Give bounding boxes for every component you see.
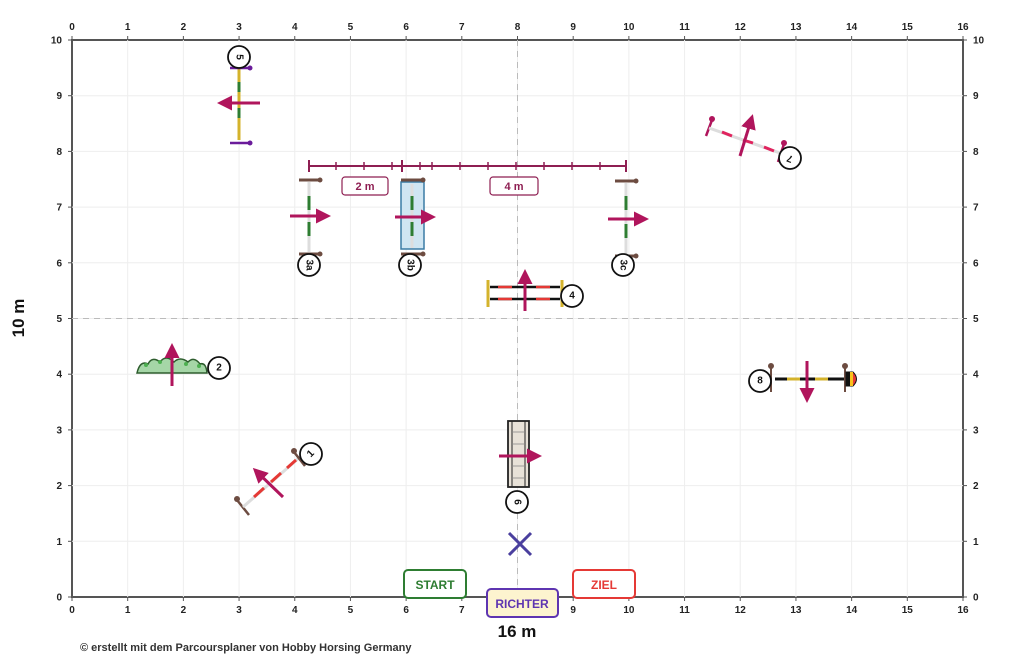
x-tick-label: 6 bbox=[403, 605, 409, 616]
x-tick-label: 1 bbox=[125, 605, 131, 616]
x-tick-label: 7 bbox=[459, 605, 465, 616]
ziel-label: ZIEL bbox=[591, 578, 617, 592]
y-axis-right-ticks: 0 1 2 3 4 5 6 7 8 9 10 bbox=[963, 36, 985, 604]
x-tick-label: 4 bbox=[292, 22, 298, 33]
x-tick-label: 9 bbox=[570, 22, 576, 33]
ziel-sign: ZIEL bbox=[572, 569, 636, 599]
obstacle-4[interactable]: 4 bbox=[486, 269, 584, 311]
y-tick-label: 8 bbox=[973, 147, 979, 158]
x-tick-label: 11 bbox=[679, 605, 690, 616]
obstacle-number: 3b bbox=[405, 259, 416, 271]
x-tick-label: 13 bbox=[790, 605, 802, 616]
y-tick-label: 6 bbox=[973, 258, 979, 269]
x-tick-label: 0 bbox=[69, 605, 75, 616]
y-tick-label: 6 bbox=[56, 258, 62, 269]
obstacle-number: 5 bbox=[234, 54, 245, 60]
x-tick-label: 10 bbox=[623, 605, 635, 616]
x-tick-label: 2 bbox=[181, 22, 187, 33]
obstacle-7[interactable]: 7 bbox=[704, 114, 802, 170]
judge-position-icon bbox=[507, 531, 533, 557]
start-label: START bbox=[415, 578, 455, 592]
x-tick-label: 3 bbox=[236, 605, 242, 616]
obstacle-2[interactable]: 2 bbox=[136, 343, 231, 386]
obstacle-3c[interactable]: 3c bbox=[608, 178, 649, 277]
x-tick-label: 7 bbox=[459, 22, 465, 33]
obstacle-3a[interactable]: 3a bbox=[290, 177, 331, 277]
x-tick-label: 4 bbox=[292, 605, 298, 616]
obstacle-number: 3a bbox=[304, 259, 315, 271]
x-tick-label: 8 bbox=[515, 22, 521, 33]
y-tick-label: 5 bbox=[56, 314, 62, 325]
x-tick-label: 12 bbox=[735, 22, 747, 33]
obstacle-1[interactable]: 1 bbox=[234, 442, 323, 516]
x-tick-label: 16 bbox=[957, 605, 969, 616]
x-tick-label: 16 bbox=[957, 22, 969, 33]
obstacle-number: 8 bbox=[757, 376, 763, 387]
y-tick-label: 7 bbox=[973, 203, 979, 214]
obstacle-number: 4 bbox=[569, 291, 575, 302]
obstacle-number: 2 bbox=[216, 363, 222, 374]
y-tick-label: 10 bbox=[51, 36, 63, 47]
x-tick-label: 5 bbox=[348, 605, 354, 616]
x-tick-label: 15 bbox=[902, 605, 914, 616]
obstacle-6[interactable]: 6 bbox=[499, 420, 542, 514]
obstacle-number: 3c bbox=[618, 259, 629, 271]
x-tick-label: 6 bbox=[403, 22, 409, 33]
x-tick-label: 14 bbox=[846, 605, 858, 616]
x-tick-label: 12 bbox=[735, 605, 747, 616]
y-tick-label: 3 bbox=[56, 425, 62, 436]
direction-arrow-icon bbox=[738, 114, 756, 157]
direction-arrow-icon bbox=[252, 467, 285, 499]
richter-label: RICHTER bbox=[495, 597, 549, 611]
y-tick-label: 8 bbox=[56, 147, 62, 158]
y-tick-label: 10 bbox=[973, 36, 985, 47]
obstacle-3b[interactable]: 3b bbox=[395, 177, 436, 277]
x-tick-label: 11 bbox=[679, 22, 690, 33]
measure-label-4m: 4 m bbox=[505, 181, 524, 193]
obstacle-5[interactable]: 5 bbox=[217, 45, 260, 146]
y-axis-left-ticks: 0 1 2 3 4 5 6 7 8 9 10 bbox=[51, 36, 72, 604]
y-tick-label: 7 bbox=[56, 203, 62, 214]
obstacle-number: 7 bbox=[785, 152, 794, 164]
y-tick-label: 5 bbox=[973, 314, 979, 325]
y-tick-label: 0 bbox=[56, 593, 62, 604]
y-tick-label: 1 bbox=[973, 537, 979, 548]
y-tick-label: 3 bbox=[973, 425, 979, 436]
x-tick-label: 9 bbox=[570, 605, 576, 616]
x-tick-label: 5 bbox=[348, 22, 354, 33]
y-tick-label: 9 bbox=[56, 91, 62, 102]
x-tick-label: 2 bbox=[181, 605, 187, 616]
y-tick-label: 4 bbox=[56, 370, 62, 381]
y-tick-label: 1 bbox=[56, 537, 62, 548]
x-tick-label: 15 bbox=[902, 22, 914, 33]
start-sign: START bbox=[403, 569, 467, 599]
y-tick-label: 0 bbox=[973, 593, 979, 604]
x-tick-label: 3 bbox=[236, 22, 242, 33]
distance-measurement: 2 m 4 m bbox=[308, 160, 627, 196]
measure-label-2m: 2 m bbox=[356, 181, 375, 193]
credit-line: © erstellt mit dem Parcoursplaner von Ho… bbox=[80, 642, 412, 654]
y-tick-label: 2 bbox=[973, 481, 979, 492]
y-tick-label: 4 bbox=[973, 370, 979, 381]
x-tick-label: 13 bbox=[790, 22, 802, 33]
y-axis-title: 10 m bbox=[9, 299, 28, 338]
y-tick-label: 2 bbox=[56, 481, 62, 492]
x-tick-label: 10 bbox=[623, 22, 635, 33]
obstacle-8[interactable]: 8 bbox=[748, 361, 857, 403]
obstacle-number: 6 bbox=[512, 499, 523, 505]
richter-sign: RICHTER bbox=[486, 588, 559, 618]
x-tick-label: 0 bbox=[69, 22, 75, 33]
y-tick-label: 9 bbox=[973, 91, 979, 102]
x-tick-label: 14 bbox=[846, 22, 858, 33]
x-tick-label: 1 bbox=[125, 22, 131, 33]
x-axis-title: 16 m bbox=[498, 622, 537, 641]
